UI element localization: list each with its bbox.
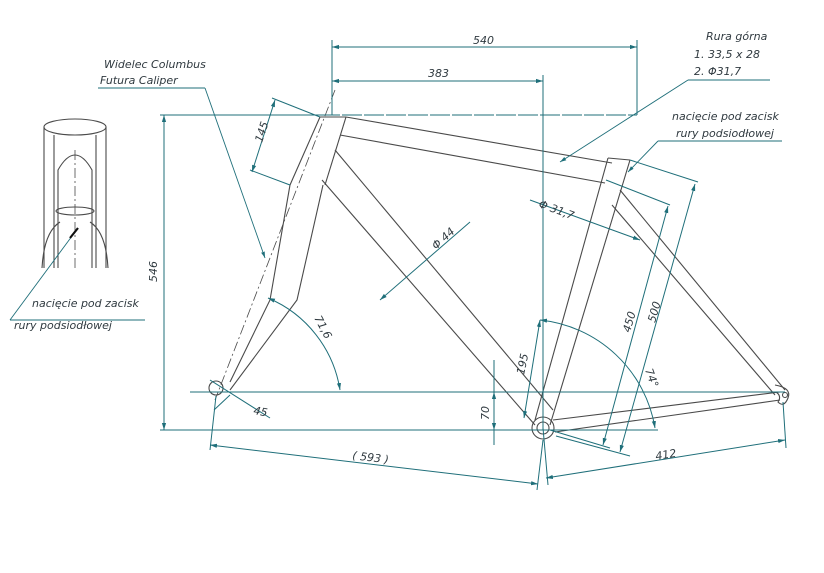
dim-546-text: 546: [147, 261, 160, 282]
dim-195: 195: [514, 319, 541, 419]
dropout-angle-line: [209, 379, 271, 419]
top-tube-label-1: Rura górna: [706, 30, 768, 43]
down-tube-upper: [334, 149, 554, 411]
rear-dropout: [774, 384, 790, 405]
top-tube-leader: [559, 79, 689, 163]
front-center-text: ( 593 ): [352, 449, 390, 466]
dim-145-line: [251, 99, 276, 173]
chainstay-text: 412: [654, 447, 677, 463]
fork-center-line: [214, 89, 336, 401]
slot-curve-left: [41, 221, 61, 269]
front-center-ext-left: [209, 395, 217, 451]
fork-leader: [204, 87, 266, 259]
dim-front-center: ( 593 ): [209, 395, 544, 491]
dim-bb-drop: 70: [479, 360, 497, 445]
slot-curve-right: [89, 221, 109, 269]
seat-450-ext-bottom: [549, 429, 611, 449]
seat-tube-slot-detail: nacięcie pod zacisk rury podsiodłowej: [9, 118, 145, 332]
dim-195-line: [523, 319, 541, 419]
dropout-angle-text: 45: [252, 404, 268, 419]
chainstay-ext-right: [782, 401, 787, 449]
slot-leader-mark: [69, 227, 79, 239]
dim-145-ext-bottom: [249, 169, 291, 186]
seat-angle-text: 74°: [642, 367, 661, 390]
dim-546: 546: [147, 115, 167, 430]
slot-right-leader: [627, 140, 659, 173]
rear-axle: [781, 391, 789, 399]
slot-leader: [9, 231, 76, 321]
dim-383-text: 383: [428, 67, 449, 80]
top-tube-lower: [339, 134, 606, 184]
seat-angle-arc: [539, 318, 656, 429]
dim-145: 145: [249, 97, 321, 186]
top-tube-label-2: 1. 33,5 x 28: [694, 48, 760, 61]
fork-label-2: Futura Caliper: [100, 74, 179, 87]
top-tube-callout: Rura górna 1. 33,5 x 28 2. Φ31,7: [559, 30, 770, 163]
slot-left-label-1: nacięcie pod zacisk: [32, 297, 139, 310]
seat-450-text: 450: [620, 310, 638, 334]
dim-dropout-angle: 45: [209, 379, 271, 419]
fork-label-1: Widelec Columbus: [104, 58, 206, 71]
dim-540-text: 540: [473, 34, 494, 47]
seat-500-ext-top: [629, 159, 699, 183]
dim-down-tube-dia: Φ 44: [379, 221, 471, 301]
head-angle-text: 71,6: [311, 313, 334, 341]
dim-145-ext-top: [271, 97, 321, 118]
dim-195-text: 195: [514, 352, 531, 375]
dim-540: 540: [331, 34, 638, 115]
reference-lines: [160, 114, 785, 431]
seat-stay-lower: [611, 204, 776, 396]
front-center-line: [209, 443, 539, 486]
slot-left-label-2: rury podsiodłowej: [14, 319, 113, 332]
bb-drop-text: 70: [479, 406, 492, 420]
fork-right: [229, 184, 324, 391]
down-tube-dia-line: [379, 221, 471, 301]
chainstay-line: [545, 439, 786, 479]
top-tube-label-3: 2. Φ31,7: [694, 65, 741, 78]
seat-500-ext-bottom: [555, 435, 631, 457]
head-tube-left: [289, 116, 321, 186]
dropout-angle-line-2: [213, 394, 231, 411]
tube-top-ellipse: [43, 118, 107, 136]
dim-145-text: 145: [252, 120, 271, 144]
dim-chainstay: 412: [542, 401, 787, 486]
dim-head-angle: 71,6: [267, 297, 341, 391]
chainstay-ext-left: [542, 427, 549, 486]
slot-right-label-2: rury podsiodłowej: [676, 127, 775, 140]
head-angle-arc: [267, 297, 341, 391]
seat-450-line: [602, 205, 669, 446]
seat-500-text: 500: [645, 300, 663, 324]
seat-450-ext-top: [605, 179, 671, 206]
fork-callout: Widelec Columbus Futura Caliper: [98, 58, 266, 259]
seat-tube-left: [534, 157, 609, 421]
bike-frame: [208, 89, 790, 440]
seat-tube-top: [607, 157, 631, 161]
front-axle: [208, 380, 224, 396]
slot-right-callout: nacięcie pod zacisk rury podsiodłowej: [627, 110, 782, 173]
top-tube-upper: [345, 116, 613, 164]
down-tube-dia-text: Φ 44: [429, 225, 457, 252]
seat-tube-right: [549, 159, 631, 426]
down-tube-lower: [321, 179, 536, 426]
front-center-ext-right: [536, 439, 544, 491]
slot-right-label-1: nacięcie pod zacisk: [672, 110, 779, 123]
seat-500-line: [619, 183, 696, 453]
